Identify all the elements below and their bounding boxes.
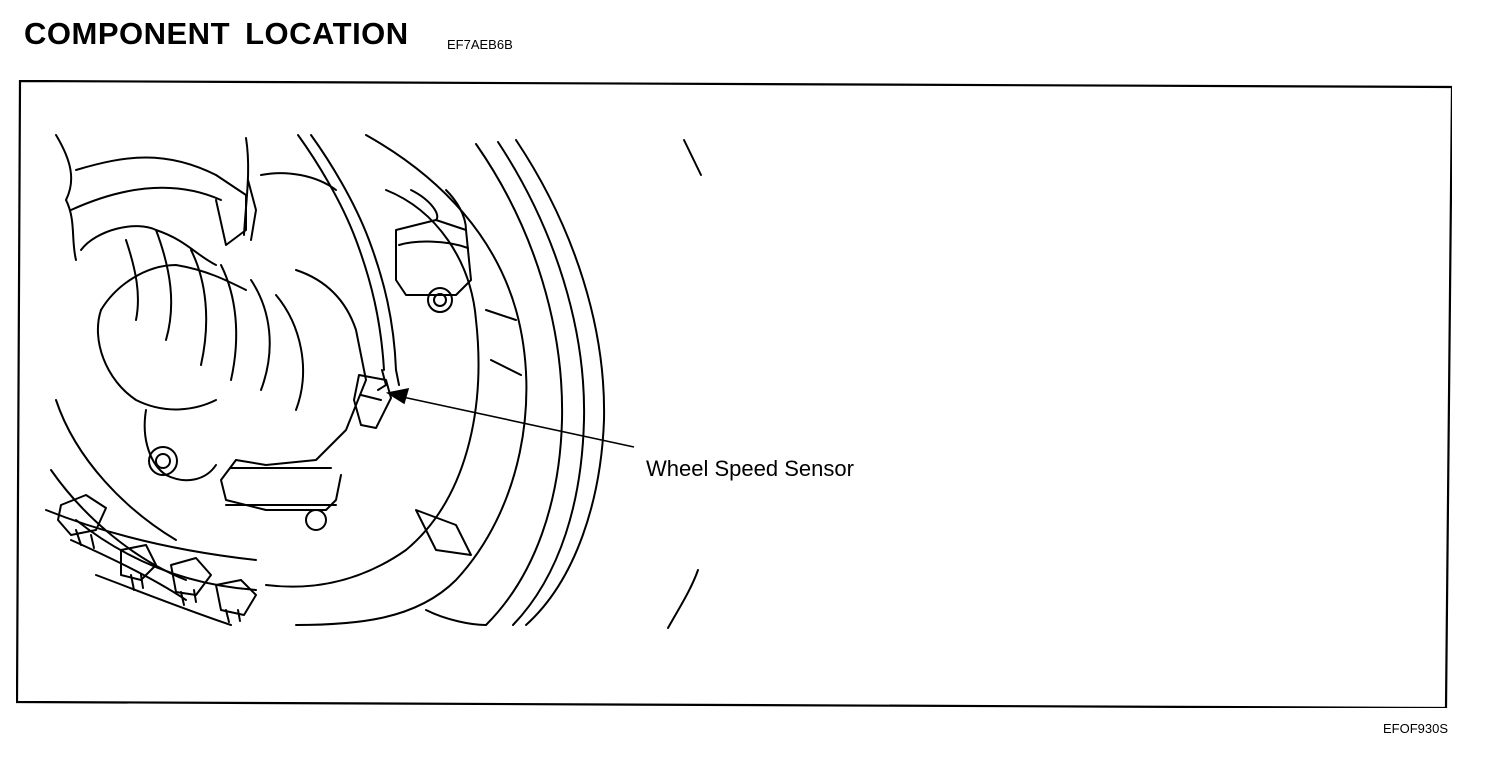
page-title: COMPONENT LOCATION: [24, 16, 409, 51]
callout-leader: [385, 387, 635, 448]
document-code: EF7AEB6B: [447, 37, 513, 52]
figure-frame: [16, 80, 1452, 708]
wheel-hub-illustration: [16, 80, 1452, 708]
wheel-speed-sensor-label: Wheel Speed Sensor: [646, 456, 854, 481]
drawing-lines: [45, 134, 702, 629]
frame-border: [16, 80, 1452, 708]
figure-code: EFOF930S: [1382, 721, 1448, 736]
